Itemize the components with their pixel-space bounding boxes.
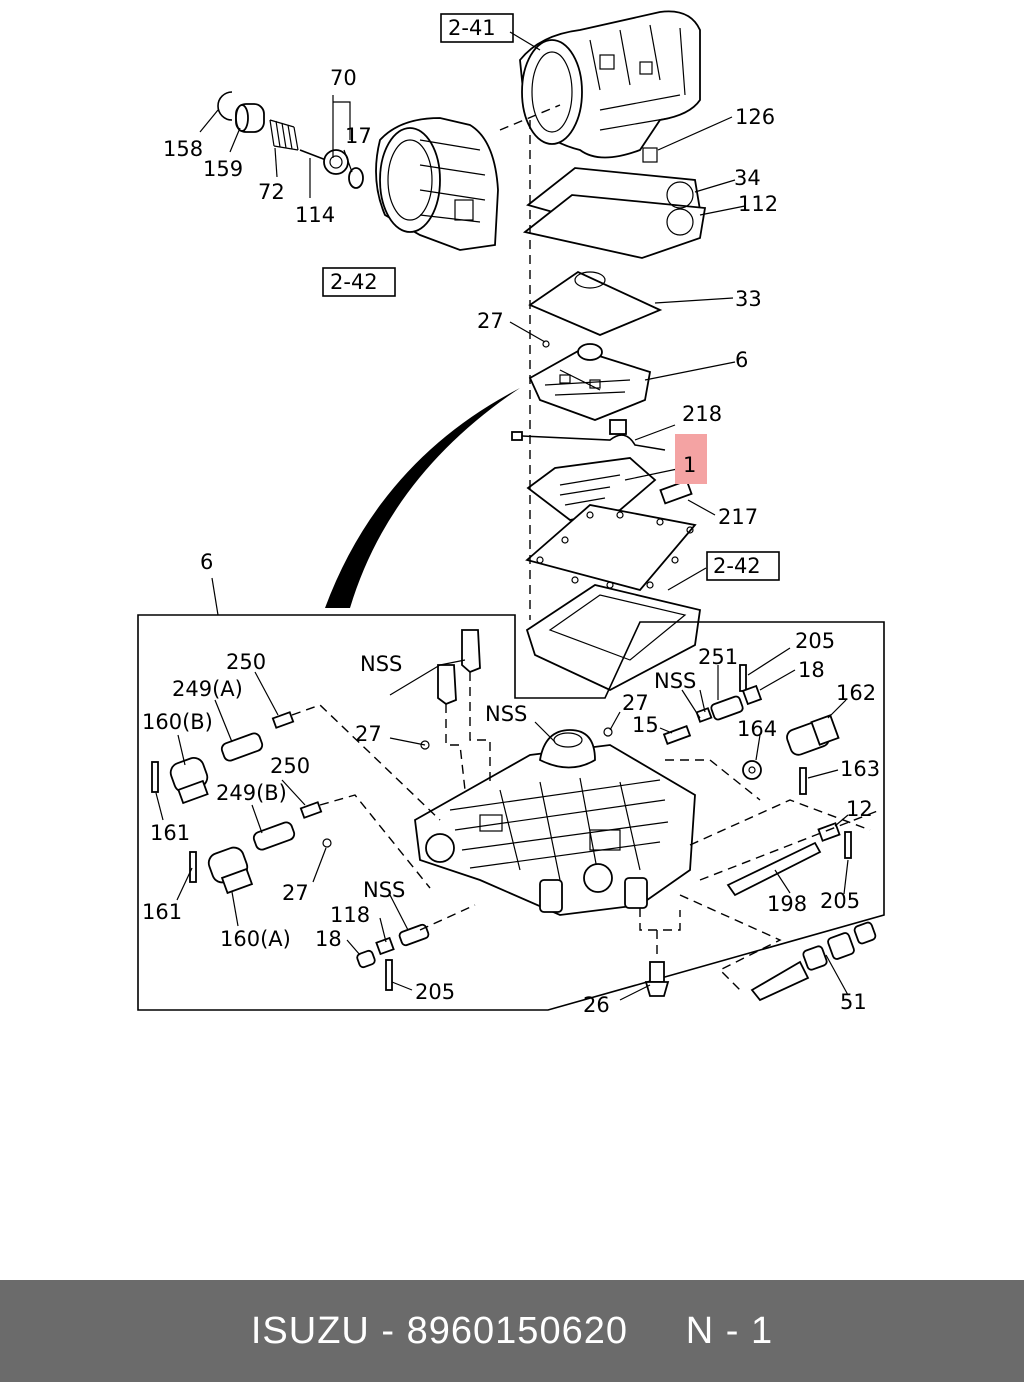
label-205-c: 205 bbox=[415, 980, 455, 1004]
label-27-m: 27 bbox=[622, 691, 649, 715]
callout-labels: 2-41 2-42 2-42 70 17 158 159 72 114 126 … bbox=[142, 16, 880, 1017]
valve-body-small bbox=[528, 343, 652, 421]
label-2-42-mid: 2-42 bbox=[713, 554, 761, 578]
label-27-b: 27 bbox=[282, 881, 309, 905]
label-112: 112 bbox=[738, 192, 778, 216]
label-nss-2: NSS bbox=[485, 702, 527, 726]
label-161-a: 161 bbox=[150, 821, 190, 845]
seal-parts bbox=[217, 91, 364, 189]
label-6-top: 6 bbox=[735, 348, 748, 372]
oil-pan bbox=[525, 504, 702, 692]
footer-bar: ISUZU - 8960150620 N - 1 bbox=[0, 1280, 1024, 1382]
label-160a: 160(A) bbox=[220, 927, 291, 951]
label-249b: 249(B) bbox=[216, 781, 287, 805]
label-6-box: 6 bbox=[200, 550, 213, 574]
label-1: 1 bbox=[683, 453, 696, 477]
label-51: 51 bbox=[840, 990, 867, 1014]
exploded-parts-diagram: 2-41 2-42 2-42 70 17 158 159 72 114 126 … bbox=[137, 10, 885, 1017]
label-15: 15 bbox=[632, 713, 659, 737]
label-251: 251 bbox=[698, 645, 738, 669]
footer-page: N - 1 bbox=[685, 1309, 774, 1352]
ref-box-2-41 bbox=[440, 13, 514, 43]
label-205-b: 205 bbox=[820, 889, 860, 913]
converter-housing bbox=[375, 117, 499, 251]
label-12: 12 bbox=[846, 797, 873, 821]
label-158: 158 bbox=[163, 137, 203, 161]
label-17: 17 bbox=[345, 124, 372, 148]
label-72: 72 bbox=[258, 180, 285, 204]
label-164: 164 bbox=[737, 717, 777, 741]
label-70: 70 bbox=[330, 66, 357, 90]
label-nss-4: NSS bbox=[363, 878, 405, 902]
label-162: 162 bbox=[836, 681, 876, 705]
ref-box-2-42-mid bbox=[706, 551, 780, 581]
nss-brackets bbox=[437, 629, 491, 791]
label-27-top: 27 bbox=[477, 309, 504, 333]
footer-brand: ISUZU bbox=[250, 1309, 370, 1352]
footer-separator: - bbox=[381, 1309, 396, 1352]
label-2-41: 2-41 bbox=[448, 16, 496, 40]
label-18-a: 18 bbox=[798, 658, 825, 682]
footer-part-number: 8960150620 bbox=[406, 1309, 628, 1352]
label-250-a: 250 bbox=[226, 650, 266, 674]
oil-filter bbox=[526, 457, 693, 521]
label-118: 118 bbox=[330, 903, 370, 927]
label-114: 114 bbox=[295, 203, 335, 227]
label-217: 217 bbox=[718, 505, 758, 529]
highlight-box-part-1 bbox=[675, 434, 707, 484]
label-nss-3: NSS bbox=[654, 669, 696, 693]
assembly-axis-upper bbox=[499, 104, 561, 131]
valve-body-detail bbox=[414, 729, 696, 916]
solenoids-right bbox=[662, 664, 881, 897]
label-126: 126 bbox=[735, 105, 775, 129]
label-249a: 249(A) bbox=[172, 677, 243, 701]
label-2-42-top: 2-42 bbox=[330, 270, 378, 294]
label-33: 33 bbox=[735, 287, 762, 311]
bottom-parts bbox=[356, 894, 877, 1002]
leader-lines bbox=[155, 31, 849, 1001]
label-161-b: 161 bbox=[142, 900, 182, 924]
label-27-l: 27 bbox=[355, 722, 382, 746]
label-205-a: 205 bbox=[795, 629, 835, 653]
detail-box-outline bbox=[137, 614, 885, 1011]
solenoids-left bbox=[151, 704, 441, 895]
detail-arrow bbox=[325, 388, 520, 608]
transmission-case bbox=[519, 10, 701, 159]
label-250-b: 250 bbox=[270, 754, 310, 778]
label-nss-1: NSS bbox=[360, 652, 402, 676]
label-34: 34 bbox=[734, 166, 761, 190]
separator-plates bbox=[522, 167, 707, 336]
label-26: 26 bbox=[583, 993, 610, 1017]
label-163: 163 bbox=[840, 757, 880, 781]
label-159: 159 bbox=[203, 157, 243, 181]
wire-harness bbox=[511, 419, 666, 451]
label-218: 218 bbox=[682, 402, 722, 426]
label-160b: 160(B) bbox=[142, 710, 213, 734]
label-18-b: 18 bbox=[315, 927, 342, 951]
ref-box-2-42-top bbox=[322, 267, 396, 297]
label-198: 198 bbox=[767, 892, 807, 916]
